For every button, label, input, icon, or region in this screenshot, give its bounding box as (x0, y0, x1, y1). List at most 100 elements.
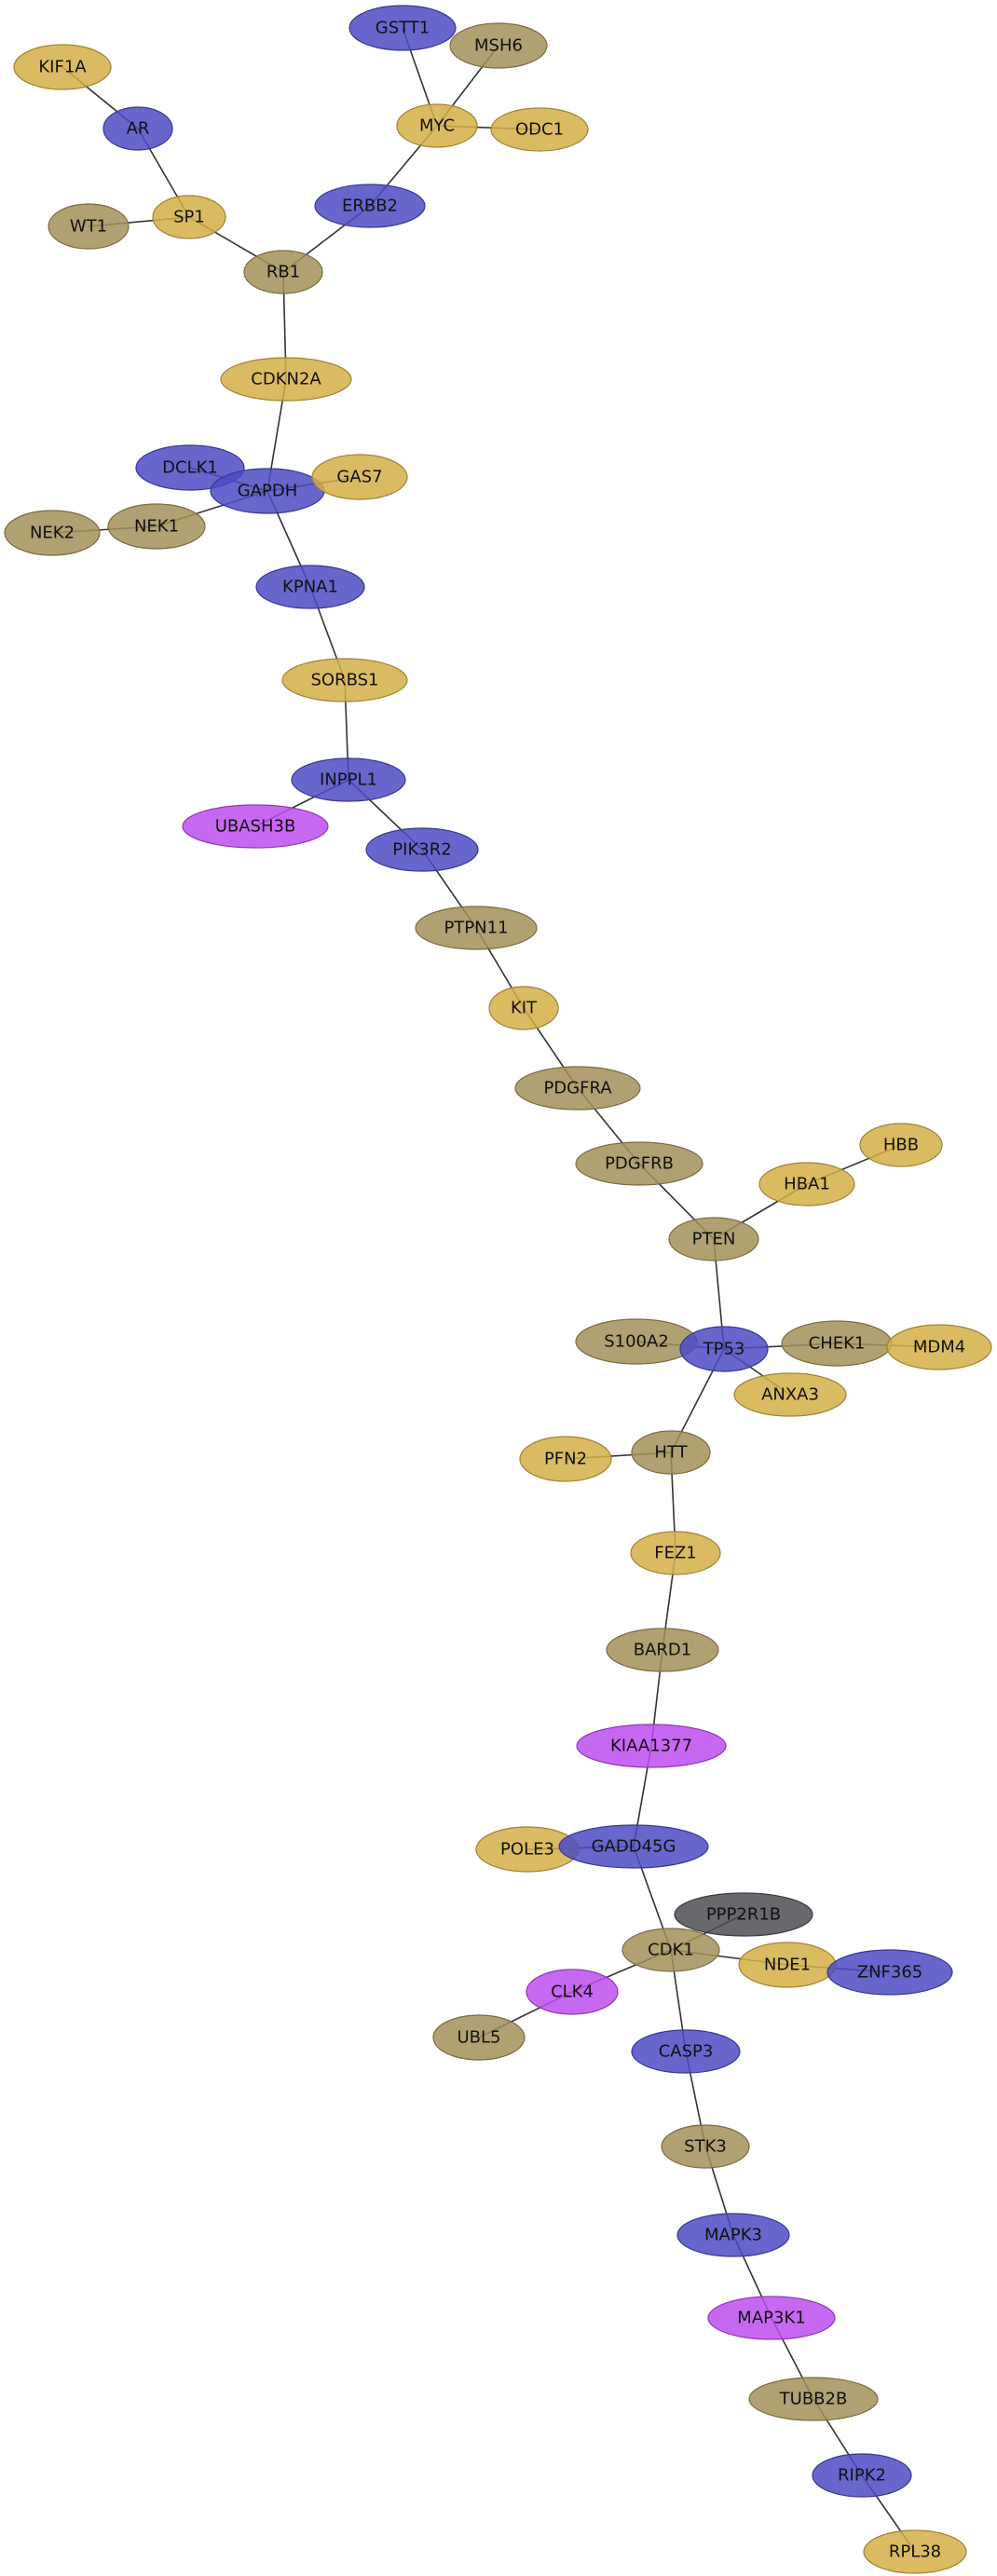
node-znf365[interactable]: ZNF365 (826, 1949, 953, 1996)
node-pten[interactable]: PTEN (668, 1217, 759, 1261)
node-ellipse-ripk2 (812, 2453, 912, 2498)
node-label-htt: HTT (654, 1443, 688, 1463)
node-ubl5[interactable]: UBL5 (432, 2014, 526, 2061)
node-pik3r2[interactable]: PIK3R2 (365, 827, 479, 872)
node-ptpn11[interactable]: PTPN11 (415, 906, 538, 950)
node-pfn2[interactable]: PFN2 (519, 1436, 612, 1482)
node-label-cdk1: CDK1 (648, 1941, 694, 1960)
node-ellipse-rb1 (243, 250, 323, 294)
node-nek2[interactable]: NEK2 (4, 510, 101, 556)
node-label-kit: KIT (511, 999, 538, 1018)
node-ellipse-pdgfra (514, 1066, 641, 1111)
node-gadd45g[interactable]: GADD45G (558, 1824, 709, 1869)
node-label-dclk1: DCLK1 (162, 458, 218, 478)
node-label-nek2: NEK2 (30, 524, 75, 543)
node-mdm4[interactable]: MDM4 (886, 1324, 992, 1370)
node-anxa3[interactable]: ANXA3 (733, 1372, 847, 1417)
node-s100a2[interactable]: S100A2 (575, 1318, 698, 1365)
node-clk4[interactable]: CLK4 (526, 1969, 619, 2015)
node-label-ripk2: RIPK2 (838, 2466, 886, 2486)
node-odc1[interactable]: ODC1 (490, 107, 589, 152)
node-label-sorbs1: SORBS1 (310, 671, 378, 690)
node-ellipse-sorbs1 (281, 658, 408, 702)
node-ellipse-cdk1 (621, 1928, 720, 1972)
node-cdk1[interactable]: CDK1 (621, 1928, 720, 1972)
node-casp3[interactable]: CASP3 (631, 2029, 741, 2074)
node-label-ubl5: UBL5 (457, 2028, 500, 2048)
node-ar[interactable]: AR (102, 106, 173, 151)
node-ellipse-pfn2 (519, 1436, 612, 1482)
node-ellipse-htt (631, 1430, 711, 1475)
node-label-hbb: HBB (883, 1136, 919, 1155)
node-kif1a[interactable]: KIF1A (13, 44, 112, 90)
node-inppl1[interactable]: INPPL1 (291, 757, 406, 802)
node-label-kpna1: KPNA1 (282, 578, 338, 597)
node-ellipse-anxa3 (733, 1372, 847, 1417)
node-label-myc: MYC (419, 116, 455, 136)
node-sorbs1[interactable]: SORBS1 (281, 658, 408, 702)
node-label-kif1a: KIF1A (38, 58, 87, 77)
node-hbb[interactable]: HBB (859, 1123, 943, 1167)
node-label-clk4: CLK4 (551, 1983, 594, 2002)
node-ubash3b[interactable]: UBASH3B (182, 804, 329, 849)
node-ellipse-ar (102, 106, 173, 151)
node-label-wt1: WT1 (70, 217, 107, 237)
node-kpna1[interactable]: KPNA1 (255, 565, 365, 609)
node-ppp2r1b[interactable]: PPP2R1B (674, 1892, 813, 1937)
node-gapdh[interactable]: GAPDH (210, 468, 325, 514)
node-ellipse-nek2 (4, 510, 101, 556)
node-ripk2[interactable]: RIPK2 (812, 2453, 912, 2498)
node-map3k1[interactable]: MAP3K1 (707, 2296, 836, 2340)
node-ellipse-inppl1 (291, 757, 406, 802)
node-label-nde1: NDE1 (764, 1956, 811, 1975)
node-stk3[interactable]: STK3 (661, 2124, 750, 2169)
node-myc[interactable]: MYC (396, 103, 478, 148)
node-label-hba1: HBA1 (784, 1175, 830, 1194)
node-fez1[interactable]: FEZ1 (630, 1531, 721, 1575)
node-ellipse-kpna1 (255, 565, 365, 609)
node-ellipse-dclk1 (135, 444, 245, 491)
node-mapk3[interactable]: MAPK3 (676, 2213, 790, 2257)
node-label-ppp2r1b: PPP2R1B (706, 1905, 781, 1925)
node-label-pten: PTEN (692, 1230, 736, 1249)
node-label-pole3: POLE3 (500, 1840, 554, 1860)
node-label-ar: AR (127, 119, 150, 139)
node-pdgfra[interactable]: PDGFRA (514, 1066, 641, 1111)
node-label-kiaa1377: KIAA1377 (610, 1737, 692, 1756)
node-label-inppl1: INPPL1 (320, 770, 377, 790)
node-hba1[interactable]: HBA1 (758, 1162, 855, 1206)
node-label-stk3: STK3 (684, 2137, 727, 2157)
node-ellipse-znf365 (826, 1949, 953, 1996)
node-gstt1[interactable]: GSTT1 (348, 5, 457, 51)
node-label-bard1: BARD1 (634, 1641, 691, 1660)
node-pdgfrb[interactable]: PDGFRB (575, 1141, 703, 1186)
node-label-fez1: FEZ1 (654, 1544, 697, 1563)
node-htt[interactable]: HTT (631, 1430, 711, 1475)
node-msh6[interactable]: MSH6 (449, 22, 548, 69)
node-pole3[interactable]: POLE3 (475, 1826, 580, 1873)
node-dclk1[interactable]: DCLK1 (135, 444, 245, 491)
node-bard1[interactable]: BARD1 (606, 1628, 719, 1672)
node-chek1[interactable]: CHEK1 (781, 1320, 893, 1367)
node-label-mapk3: MAPK3 (704, 2226, 762, 2245)
node-kiaa1377[interactable]: KIAA1377 (576, 1724, 727, 1768)
node-rb1[interactable]: RB1 (243, 250, 323, 294)
node-gas7[interactable]: GAS7 (311, 454, 408, 500)
node-wt1[interactable]: WT1 (48, 203, 130, 250)
node-label-tp53: TP53 (703, 1340, 745, 1359)
node-erbb2[interactable]: ERBB2 (314, 184, 426, 228)
node-ellipse-sp1 (152, 195, 226, 239)
node-nek1[interactable]: NEK1 (107, 503, 206, 550)
node-cdkn2a[interactable]: CDKN2A (220, 357, 352, 402)
node-sp1[interactable]: SP1 (152, 195, 226, 239)
node-ellipse-mapk3 (676, 2213, 790, 2257)
node-label-anxa3: ANXA3 (761, 1385, 819, 1405)
node-tp53[interactable]: TP53 (679, 1326, 769, 1372)
node-ellipse-ubash3b (182, 804, 329, 849)
node-tubb2b[interactable]: TUBB2B (748, 2377, 879, 2421)
node-kit[interactable]: KIT (488, 986, 559, 1030)
node-nde1[interactable]: NDE1 (738, 1942, 837, 1988)
node-rpl38[interactable]: RPL38 (863, 2529, 967, 2574)
node-label-msh6: MSH6 (474, 36, 523, 56)
